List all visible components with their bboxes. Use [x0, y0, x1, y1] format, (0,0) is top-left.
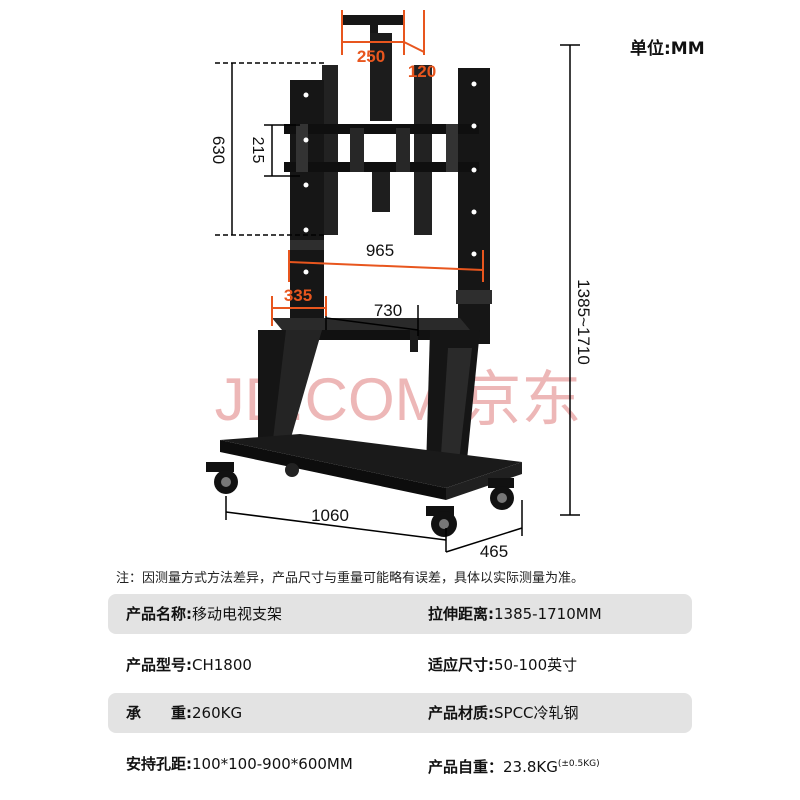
spec-value: SPCC冷轧钢 [494, 704, 579, 722]
spec-value: 100*100-900*600MM [192, 755, 353, 773]
tv-stand [206, 15, 522, 537]
spec-label: 安持孔距: [126, 755, 192, 773]
spec-row: 产品名称:移动电视支架 拉伸距离:1385-1710MM [108, 594, 692, 634]
spec-row: 承 重:260KG 产品材质:SPCC冷轧钢 [108, 693, 692, 733]
spec-table: 产品名称:移动电视支架 拉伸距离:1385-1710MM 产品型号:CH1800… [108, 594, 692, 788]
spec-row: 产品型号:CH1800 适应尺寸:50-100英寸 [108, 645, 692, 685]
dim-label: 120 [408, 62, 436, 81]
caster [426, 506, 457, 537]
spec-label: 适应尺寸: [428, 656, 494, 674]
spec-label: 拉伸距离: [428, 605, 494, 623]
dim-label: 465 [480, 542, 508, 561]
spec-label: 承 重: [126, 704, 192, 722]
dim-label: 965 [366, 241, 394, 260]
dim-label: 1060 [311, 506, 349, 525]
spec-value: 50-100英寸 [494, 656, 578, 674]
spec-value: 移动电视支架 [192, 605, 283, 623]
spec-label: 产品材质: [428, 704, 494, 722]
dim-label: 630 [209, 136, 228, 164]
spec-row: 安持孔距:100*100-900*600MM 产品自重：23.8KG(±0.5K… [108, 744, 692, 784]
spec-value: 260KG [192, 704, 243, 722]
spec-value: CH1800 [192, 656, 252, 674]
dim-label: 250 [357, 47, 385, 66]
unit-label: 单位:MM [630, 39, 705, 59]
product-dimension-drawing: JD.COM 京东 [206, 10, 593, 561]
spec-value: 23.8KG [503, 758, 558, 776]
caster [488, 478, 514, 510]
spec-label: 产品自重： [428, 758, 504, 776]
dim-label: 730 [374, 301, 402, 320]
spec-value: 1385-1710MM [494, 605, 602, 623]
spec-label: 产品型号: [126, 656, 192, 674]
spec-label: 产品名称: [126, 605, 192, 623]
dim-label: 1385~1710 [574, 279, 593, 365]
dim-label: 215 [249, 137, 266, 164]
spec-value-tolerance: (±0.5KG) [557, 759, 600, 769]
caster [285, 463, 299, 477]
measurement-note: 注：因测量方式方法差异，产品尺寸与重量可能略有误差，具体以实际测量为准。 [116, 571, 585, 586]
caster [206, 462, 238, 494]
dim-label: 335 [284, 286, 312, 305]
